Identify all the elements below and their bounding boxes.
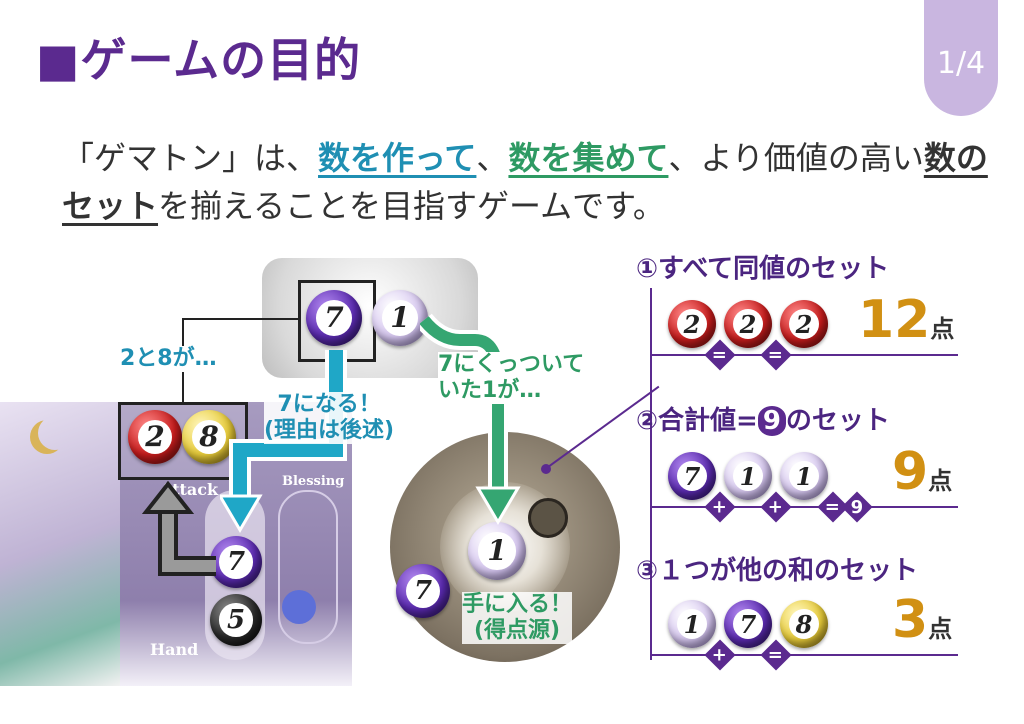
set1-op-2: = bbox=[760, 339, 792, 371]
token-blue bbox=[282, 590, 316, 624]
set2-op-2: + bbox=[760, 491, 792, 523]
set1-ball-1: 2 bbox=[668, 300, 716, 348]
ball-stack-5: 5 bbox=[210, 594, 262, 646]
page-title: ■ゲームの目的 bbox=[36, 33, 362, 87]
page-indicator: 1/4 bbox=[936, 46, 986, 81]
board-hand-label: Hand bbox=[150, 640, 199, 659]
set2-score: 9点 bbox=[892, 442, 953, 502]
intro-text-3: 、より価値の高い bbox=[668, 139, 924, 177]
set2-underline bbox=[652, 506, 958, 508]
ball-stack-7: 7 bbox=[210, 536, 262, 588]
moon-icon bbox=[30, 420, 64, 454]
label-become-seven: 7になる！ (理由は後述) bbox=[264, 392, 395, 444]
label-stuck-one-line2: いた1が… bbox=[438, 378, 542, 403]
label-stuck-one: 7にくっついて いた1が… bbox=[438, 352, 585, 404]
set3-ball-3: 8 bbox=[780, 600, 828, 648]
label-gain-line2: (得点源) bbox=[473, 618, 561, 643]
intro-highlight-collect: 数を集めて bbox=[508, 139, 669, 177]
ball-top-7: 7 bbox=[306, 290, 362, 346]
set2-op-1: + bbox=[704, 491, 736, 523]
set3-op-2: = bbox=[760, 639, 792, 671]
set3-underline bbox=[652, 654, 958, 656]
arrow-up-icon bbox=[141, 480, 216, 576]
arrow-green-icon bbox=[420, 313, 521, 525]
label-gain-line1: 手に入る！ bbox=[462, 592, 573, 617]
set3-op-1: + bbox=[704, 639, 736, 671]
page-indicator-tab: 1/4 bbox=[924, 0, 998, 116]
intro-text-1: 「ゲマトン」は、 bbox=[62, 139, 319, 177]
set3-ball-1: 1 bbox=[668, 600, 716, 648]
board-slot bbox=[528, 498, 568, 538]
set1-title: ①すべて同値のセット bbox=[636, 254, 890, 284]
connector-28 bbox=[182, 318, 298, 320]
set3-title: ③１つが他の和のセット bbox=[636, 556, 919, 586]
arrow-blue-icon bbox=[220, 350, 347, 533]
pointer-dot bbox=[541, 464, 551, 474]
label-stuck-one-line1: 7にくっついて bbox=[438, 352, 585, 377]
ball-top-1: 1 bbox=[372, 290, 428, 346]
set1-ball-2: 2 bbox=[724, 300, 772, 348]
intro-text-4: を揃えることを目指すゲームです。 bbox=[158, 187, 665, 225]
ball-disk-7: 7 bbox=[396, 564, 450, 618]
set2-ball-3: 1 bbox=[780, 452, 828, 500]
intro-highlight-set: 数のセット bbox=[62, 139, 988, 225]
label-two-and-eight: 2と8が… bbox=[116, 346, 221, 372]
set3-score: 3点 bbox=[892, 590, 953, 650]
label-gain: 手に入る！ (得点源) bbox=[462, 592, 573, 644]
board-blessing-label: Blessing bbox=[282, 474, 345, 489]
set3-ball-2: 7 bbox=[724, 600, 772, 648]
set2-title-num: 9 bbox=[757, 406, 786, 436]
set2-result: 9 bbox=[841, 491, 873, 523]
intro-highlight-make: 数を作って bbox=[318, 139, 477, 177]
set2-ball-2: 1 bbox=[724, 452, 772, 500]
ball-left-2: 2 bbox=[128, 410, 182, 464]
sets-vertical-line bbox=[650, 288, 652, 660]
intro-text-2: 、 bbox=[476, 139, 509, 177]
ball-disk-1: 1 bbox=[468, 522, 526, 580]
set1-op-1: = bbox=[704, 339, 736, 371]
set1-underline bbox=[652, 354, 958, 356]
character-art bbox=[0, 402, 120, 686]
set1-score: 12点 bbox=[858, 290, 955, 350]
label-become-seven-line1: 7になる！ bbox=[277, 392, 381, 417]
intro-paragraph: 「ゲマトン」は、数を作って、数を集めて、より価値の高い数のセットを揃えることを目… bbox=[62, 134, 1002, 230]
set2-ball-1: 7 bbox=[668, 452, 716, 500]
set1-ball-3: 2 bbox=[780, 300, 828, 348]
ball-left-8: 8 bbox=[182, 410, 236, 464]
blessing-column bbox=[278, 490, 338, 644]
label-become-seven-line2: (理由は後述) bbox=[264, 418, 395, 443]
